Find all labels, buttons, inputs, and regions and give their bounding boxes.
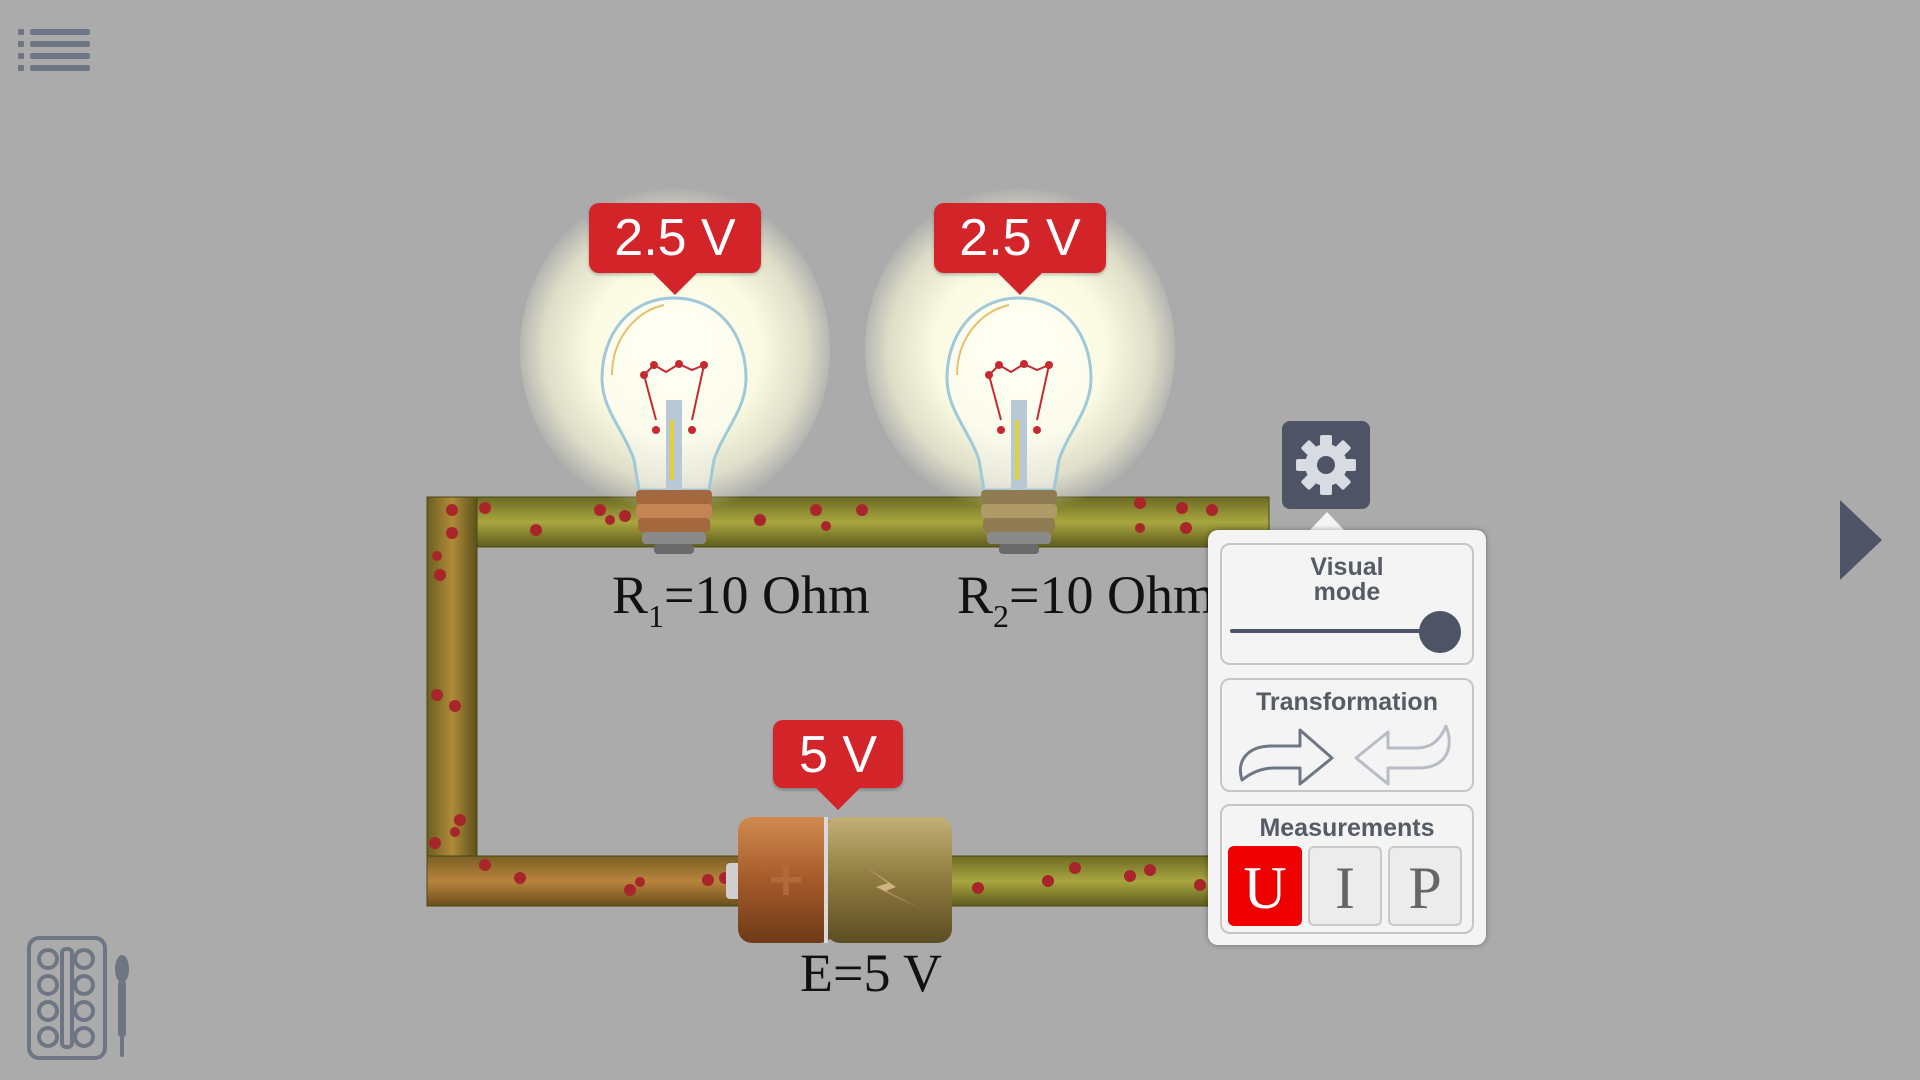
voltage-tag-bulb-2: 2.5 V <box>934 203 1106 295</box>
curved-arrow-right-icon[interactable] <box>1228 720 1340 792</box>
settings-button[interactable] <box>1282 421 1370 509</box>
measurements-title: Measurements <box>1259 814 1435 842</box>
measure-power-button[interactable]: P <box>1388 846 1462 926</box>
light-bulb-2[interactable] <box>939 290 1099 580</box>
panel-pointer <box>1310 512 1344 530</box>
wire-bottom-left <box>426 855 740 907</box>
measure-current-button[interactable]: I <box>1308 846 1382 926</box>
emf-label: E=5 V <box>800 943 942 1003</box>
visual-mode-slider-track[interactable] <box>1230 629 1440 633</box>
voltage-tag-bulb-1: 2.5 V <box>589 203 761 295</box>
transformation-title: Transformation <box>1256 688 1438 716</box>
chevron-right-icon[interactable] <box>1836 498 1886 582</box>
visual-mode-title: Visual mode <box>1310 553 1384 606</box>
battery[interactable]: + <box>726 817 952 943</box>
wire-top <box>426 496 1270 548</box>
settings-panel: Visual mode Transformation Measurements … <box>1208 530 1486 945</box>
visual-mode-slider-knob[interactable] <box>1419 611 1461 653</box>
measurements-section: Measurements U I P <box>1220 804 1474 934</box>
resistance-label-2: R2=10 Ohm <box>957 565 1215 634</box>
resistance-label-1: R1=10 Ohm <box>612 565 870 634</box>
measure-voltage-button[interactable]: U <box>1228 846 1302 926</box>
svg-text:+: + <box>766 851 806 907</box>
visual-mode-section: Visual mode <box>1220 543 1474 665</box>
voltage-tag-battery: 5 V <box>773 720 903 810</box>
curved-arrow-left-icon[interactable] <box>1348 720 1460 792</box>
electrons <box>429 497 1218 896</box>
light-bulb-1[interactable] <box>594 290 754 580</box>
gear-icon <box>1296 435 1356 495</box>
list-icon[interactable] <box>18 26 94 76</box>
palette-icon[interactable] <box>26 935 136 1063</box>
transformation-section: Transformation <box>1220 678 1474 792</box>
